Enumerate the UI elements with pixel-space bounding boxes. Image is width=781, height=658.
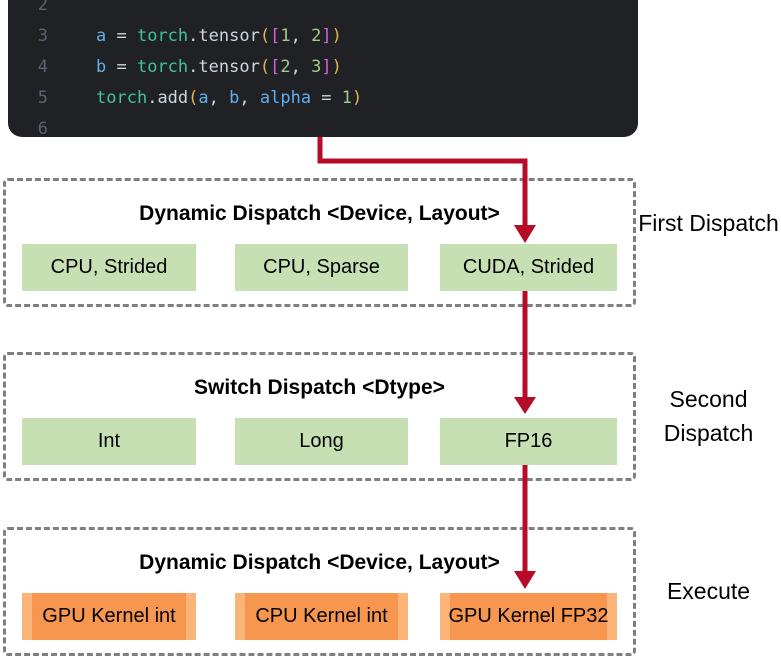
cell-cpu-sparse: CPU, Sparse [235, 244, 408, 291]
cell-long: Long [235, 418, 408, 465]
code-line: 5 torch.add(a, b, alpha = 1) [8, 83, 638, 114]
code-token: 2 [280, 57, 291, 77]
cell-int: Int [22, 418, 196, 465]
stage-title: Dynamic Dispatch <Device, Layout> [139, 202, 500, 225]
code-token: ( [259, 57, 271, 77]
code-token: = [321, 88, 342, 108]
code-line: 6 [8, 114, 638, 137]
code-token: 3 [311, 57, 322, 77]
code-token: 2 [311, 26, 322, 46]
code-token: ( [259, 26, 271, 46]
code-token: [ [270, 26, 281, 46]
code-line: 4 b = torch.tensor([2, 3]) [8, 52, 638, 83]
code-token: 1 [341, 88, 353, 108]
code-token: , [290, 26, 312, 46]
code-token: b [96, 57, 117, 77]
code-token: ( [188, 88, 199, 108]
code-token: torch [96, 88, 148, 108]
dispatch-stage-second: Switch Dispatch <Dtype> Int Long FP16 [3, 352, 636, 481]
code-token: . [188, 57, 199, 77]
code-token: , [290, 57, 312, 77]
code-token: a [198, 88, 209, 108]
dispatch-stage-execute: Dynamic Dispatch <Device, Layout> GPU Ke… [3, 527, 636, 656]
code-line: 3 a = torch.tensor([1, 2]) [8, 21, 638, 52]
code-token: ) [331, 26, 342, 46]
cell-gpu-kernel-fp32: GPU Kernel FP32 [440, 593, 617, 640]
code-token: , [239, 88, 260, 108]
code-token: torch [136, 57, 189, 77]
side-label-execute: Execute [666, 578, 751, 604]
code-token: [ [270, 57, 281, 77]
cell-cpu-strided: CPU, Strided [22, 244, 196, 291]
code-token: ] [321, 57, 332, 77]
stage-title: Dynamic Dispatch <Device, Layout> [139, 551, 500, 574]
code-token: a [96, 26, 117, 46]
cell-fp16: FP16 [440, 418, 617, 465]
code-token: . [188, 26, 199, 46]
code-token: ) [331, 57, 342, 77]
code-token: tensor [198, 57, 260, 77]
line-number: 6 [37, 119, 48, 137]
code-token: . [147, 88, 158, 108]
code-token: ) [352, 88, 363, 108]
dispatch-stage-first: Dynamic Dispatch <Device, Layout> CPU, S… [3, 178, 636, 307]
stage-title: Switch Dispatch <Dtype> [194, 376, 445, 399]
cell-cpu-kernel-int: CPU Kernel int [235, 593, 408, 640]
code-token: alpha [259, 88, 322, 108]
code-token: torch [136, 26, 189, 46]
code-line: 2 [8, 0, 638, 21]
cell-gpu-kernel-int: GPU Kernel int [22, 593, 196, 640]
line-number: 2 [37, 0, 48, 15]
code-token: tensor [198, 26, 260, 46]
line-number: 4 [37, 57, 48, 77]
code-token: , [208, 88, 230, 108]
code-token: ] [321, 26, 332, 46]
side-label-first-dispatch: First Dispatch [638, 210, 779, 236]
cell-cuda-strided: CUDA, Strided [440, 244, 617, 291]
code-token: b [229, 88, 240, 108]
code-token: add [157, 88, 189, 108]
code-token: = [116, 57, 137, 77]
line-number: 3 [37, 26, 48, 46]
line-number: 5 [37, 88, 48, 108]
code-token: 1 [280, 26, 291, 46]
code-token: = [116, 26, 137, 46]
side-label-second-dispatch: Second Dispatch [663, 386, 754, 446]
